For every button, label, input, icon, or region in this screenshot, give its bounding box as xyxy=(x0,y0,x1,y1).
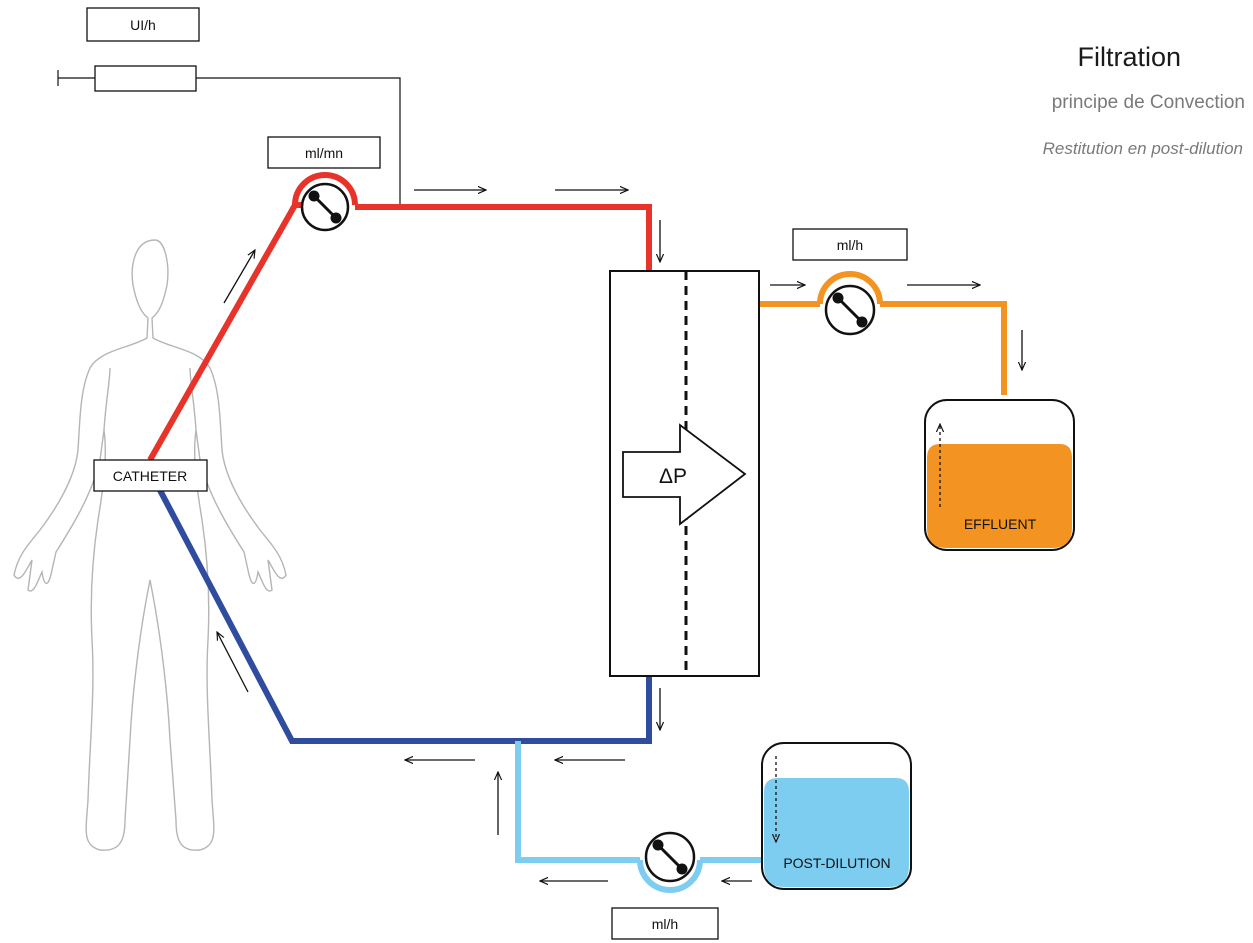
page-note: Restitution en post-dilution xyxy=(1042,139,1243,158)
venous-line xyxy=(149,473,652,744)
blood-pump-roller-pump-icon xyxy=(300,182,350,232)
postdilution-fluid xyxy=(764,778,909,887)
blood-pump-rate-box xyxy=(267,136,381,169)
postdilution-pump-roller-pump-icon xyxy=(644,831,696,883)
catheter-label: CATHETER xyxy=(113,468,187,484)
blood-pump-raceway xyxy=(292,172,358,206)
effluent-line-to-bag xyxy=(880,301,1007,395)
flow-arrows xyxy=(217,190,1022,881)
postdilution-pump-raceway xyxy=(637,859,703,893)
anticoag-rate-label: UI/h xyxy=(130,17,156,33)
postdilution-line xyxy=(515,741,640,863)
delta-p-label: ΔP xyxy=(659,465,687,488)
flow-arrow xyxy=(223,250,255,304)
postdilution-pump-rate-label: ml/h xyxy=(652,916,678,932)
effluent-fluid xyxy=(927,444,1072,548)
effluent-pump-rate-label: ml/h xyxy=(837,237,863,253)
effluent-pump-roller-pump-icon xyxy=(824,284,876,336)
effluent-bag-label: EFFLUENT xyxy=(964,516,1037,532)
flow-arrow xyxy=(217,632,249,693)
anticoag-injection-line xyxy=(196,77,401,207)
catheter-box xyxy=(93,459,208,492)
arterial-line xyxy=(147,202,305,462)
anticoag-syringe xyxy=(94,65,197,92)
anticoag-rate-box xyxy=(86,7,200,42)
page-subtitle: principe de Convection xyxy=(1051,92,1245,113)
page-title: Filtration xyxy=(1077,42,1181,72)
pressure-arrow-block-arrow-icon xyxy=(622,423,747,526)
postdilution-pump-rate-box xyxy=(611,907,719,940)
postdilution-bag-label: POST-DILUTION xyxy=(783,855,890,871)
arterial-line-to-filter xyxy=(355,204,652,270)
effluent-pump-raceway xyxy=(817,271,883,305)
human-silhouette xyxy=(13,239,287,851)
effluent-pump-rate-box xyxy=(792,228,908,261)
blood-pump-rate-label: ml/mn xyxy=(305,145,343,161)
